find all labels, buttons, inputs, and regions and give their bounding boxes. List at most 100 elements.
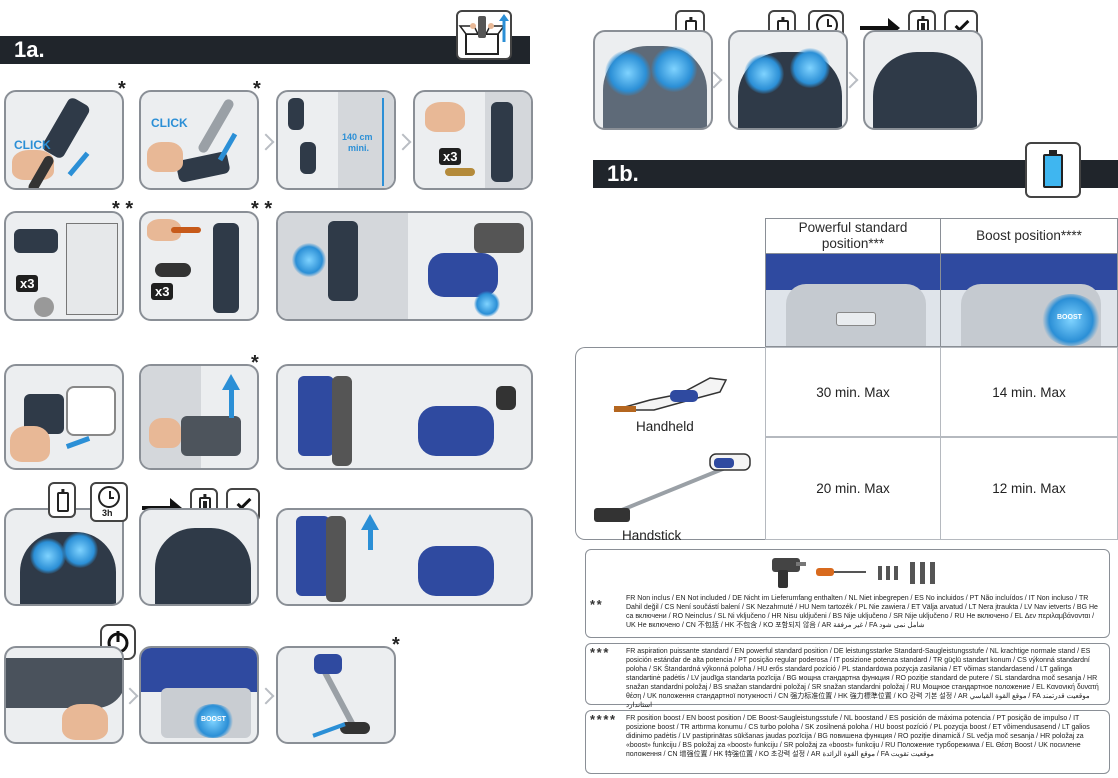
arrow-up	[361, 514, 379, 530]
runtime-cell: 14 min. Max	[940, 347, 1118, 437]
top-charge-done-panel	[863, 30, 983, 130]
legend-text: FR position boost / EN boost position / …	[626, 715, 1090, 758]
click-label: CLICK	[151, 116, 188, 130]
hand-image	[147, 142, 183, 172]
battery-full-boost-icon	[1025, 142, 1081, 198]
handheld-body-image	[418, 406, 494, 456]
legend-stars: * *	[590, 597, 602, 612]
handheld-body-image	[314, 654, 342, 674]
floor-head-image	[340, 722, 370, 734]
step-attach-floor-head-panel: CLICK	[139, 90, 259, 190]
led-glow	[790, 48, 830, 88]
legend-not-included: * * FR Non inclus / EN Not included / DE…	[585, 549, 1110, 638]
standard-position-image	[765, 253, 941, 347]
step-insert-stand-panel	[139, 364, 259, 470]
wall-bracket-image	[213, 223, 239, 313]
legend-standard-position: * * * FR aspiration puissante standard /…	[585, 643, 1110, 709]
wall-bracket-image	[288, 98, 304, 130]
quantity-label: x3	[151, 283, 174, 300]
arrow-shaft	[229, 388, 234, 418]
hand-image	[62, 704, 108, 740]
asterisk-marker: * *	[251, 198, 273, 220]
device-top-image	[873, 52, 977, 128]
row-label-handstick: Handstick	[622, 528, 682, 543]
asterisk-marker: *	[253, 78, 261, 100]
wall-height-min-label: mini.	[348, 143, 370, 153]
boost-tag: BOOST	[201, 716, 226, 723]
section-1b-title: 1b.	[607, 161, 639, 186]
step-mount-charger-panel	[276, 211, 533, 321]
led-glow	[744, 54, 784, 94]
runtime-cell: 12 min. Max	[940, 437, 1118, 540]
device-top-image	[155, 528, 251, 604]
height-line	[382, 98, 384, 186]
hand-image	[425, 102, 465, 132]
connector-highlight	[292, 243, 326, 277]
arrow-shaft	[65, 436, 91, 449]
handstick-image	[590, 448, 760, 528]
screwdriver-image	[171, 227, 201, 233]
wall-bracket-image	[491, 102, 513, 182]
tools-illustration	[766, 554, 946, 592]
led-glow	[605, 50, 651, 96]
top-led-blinking-panel	[593, 30, 713, 130]
step-charge-done-panel	[139, 508, 259, 606]
hand-image	[10, 426, 50, 462]
wall-bracket-image	[300, 142, 316, 174]
battery-charging-icon	[48, 482, 76, 518]
click-label: CLICK	[14, 138, 51, 152]
charger-plug-image	[496, 386, 516, 410]
vacuum-docked-image	[296, 516, 330, 596]
step-power-on-panel	[4, 646, 124, 744]
quantity-label: x3	[16, 275, 39, 292]
asterisk-marker: *	[118, 78, 126, 100]
wall-bracket-image	[326, 516, 346, 602]
next-step-chevron	[257, 133, 275, 151]
boost-tag: BOOST	[1057, 314, 1082, 321]
next-step-chevron	[257, 687, 275, 705]
wall-bracket-image	[328, 221, 358, 301]
clock-icon: 3h	[90, 482, 128, 522]
legend-text: FR Non inclus / EN Not included / DE Nic…	[626, 595, 1098, 629]
handle-image	[6, 658, 122, 708]
charge-time-label: 3h	[102, 508, 113, 518]
hand-image	[149, 418, 181, 448]
step-vacuum-floor-panel	[276, 646, 396, 744]
drill-bit-image	[34, 297, 54, 317]
handheld-image	[610, 370, 730, 416]
screw-image	[445, 168, 475, 176]
asterisk-marker: *	[392, 634, 400, 656]
step-attach-handle-panel: CLICK	[4, 90, 124, 190]
runtime-cell: 20 min. Max	[765, 437, 941, 540]
outlet-image	[66, 386, 116, 436]
step-dock-charge-panel	[276, 364, 533, 470]
boost-position-image: BOOST	[940, 253, 1118, 347]
legend-stars: * * *	[590, 645, 608, 660]
step-boost-panel: BOOST	[139, 646, 259, 744]
step-drill-wall-panel: x3	[413, 90, 533, 190]
stand-image	[181, 416, 241, 456]
runtime-cell: 30 min. Max	[765, 347, 941, 437]
legend-boost-position: * * * * FR position boost / EN boost pos…	[585, 710, 1110, 774]
legend-text: FR aspiration puissante standard / EN po…	[626, 648, 1099, 709]
step-drill-holes-panel: x3	[4, 211, 124, 321]
arrow-up	[222, 374, 240, 390]
hand-image	[147, 219, 181, 241]
wall-bracket-image	[332, 376, 352, 466]
asterisk-marker: * *	[112, 198, 134, 220]
led-glow	[30, 538, 66, 574]
vacuum-docked-image	[298, 376, 334, 456]
asterisk-marker: *	[251, 352, 259, 374]
quantity-label: x3	[439, 148, 462, 165]
step-wall-height-panel: 140 cm mini.	[276, 90, 396, 190]
drill-image	[14, 229, 58, 253]
unboxing-icon	[456, 10, 512, 60]
wall-image	[338, 92, 394, 188]
step-screw-bracket-panel: x3	[139, 211, 259, 321]
arrow-shaft	[368, 528, 373, 550]
top-led-charging-panel	[728, 30, 848, 130]
wall-height-label: 140 cm	[342, 132, 373, 142]
connector-highlight	[474, 291, 500, 317]
next-step-chevron	[121, 687, 139, 705]
